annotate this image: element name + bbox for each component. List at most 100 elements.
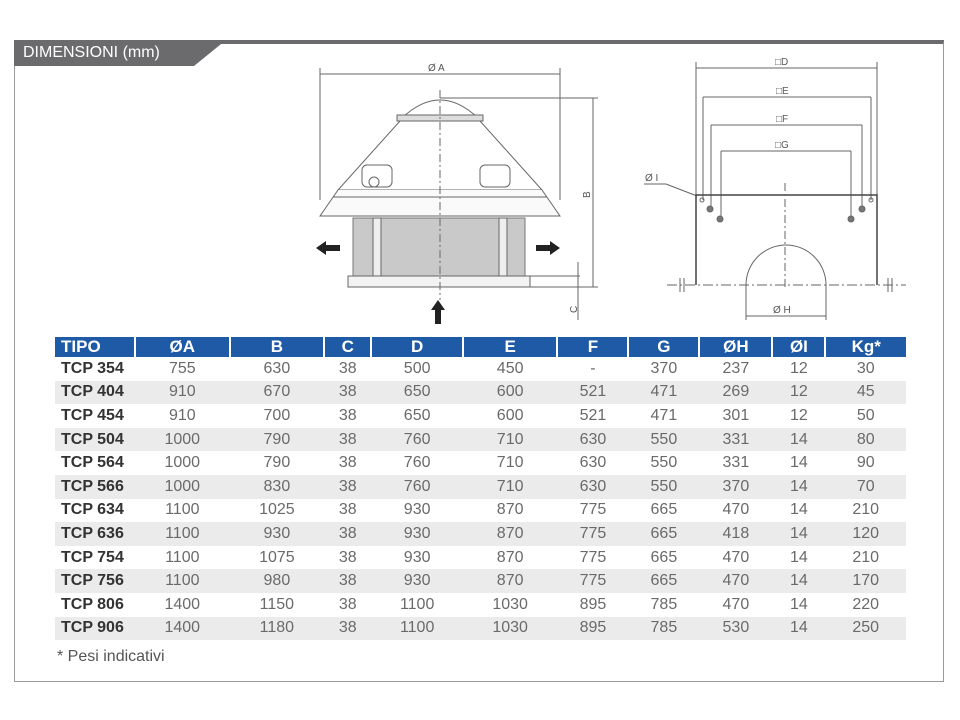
table-cell: 14 bbox=[790, 595, 808, 613]
table-cell: 775 bbox=[579, 548, 607, 566]
table-cell: 650 bbox=[371, 380, 463, 405]
table-cell: 14 bbox=[790, 454, 808, 472]
model-name: TCP 566 bbox=[55, 474, 135, 499]
table-cell: 470 bbox=[699, 569, 773, 593]
dimensions-panel bbox=[14, 40, 944, 682]
table-cell: 1100 bbox=[135, 569, 230, 593]
table-cell: 930 bbox=[403, 548, 431, 566]
table-cell: 790 bbox=[229, 427, 325, 452]
table-cell: 980 bbox=[229, 569, 325, 593]
table-cell: 1180 bbox=[229, 616, 325, 641]
column-header: Kg* bbox=[825, 337, 906, 357]
table-cell: 870 bbox=[496, 501, 524, 519]
table-cell: 710 bbox=[462, 474, 558, 499]
table-cell: 775 bbox=[579, 501, 607, 519]
table-cell: 12 bbox=[772, 380, 826, 405]
table-cell: 14 bbox=[772, 474, 826, 499]
table-cell: 38 bbox=[324, 380, 372, 405]
table-cell: 1100 bbox=[135, 522, 230, 546]
column-header: ØH bbox=[699, 337, 774, 357]
model-name: TCP 756 bbox=[55, 569, 135, 593]
table-cell: 521 bbox=[579, 406, 607, 424]
table-cell: 1030 bbox=[492, 595, 528, 613]
model-name: TCP 636 bbox=[55, 522, 135, 546]
model-name: TCP 634 bbox=[61, 501, 124, 519]
table-cell: 550 bbox=[650, 454, 678, 472]
base-top-view: □D □E □F □G Ø I Ø H bbox=[644, 57, 906, 320]
table-cell: 12 bbox=[790, 359, 808, 377]
table-cell: 600 bbox=[462, 380, 558, 405]
table-cell: 470 bbox=[722, 501, 750, 519]
table-cell: 14 bbox=[772, 569, 826, 593]
table-cell: 90 bbox=[856, 454, 875, 472]
table-cell: 1100 bbox=[165, 501, 200, 519]
table-cell: 370 bbox=[699, 474, 773, 499]
model-name: TCP 354 bbox=[61, 359, 124, 377]
table-cell: 790 bbox=[263, 454, 291, 472]
table-cell: 331 bbox=[722, 454, 750, 472]
footnote: * Pesi indicativi bbox=[57, 648, 165, 665]
table-cell: 1100 bbox=[399, 595, 435, 613]
table-cell: 775 bbox=[557, 522, 629, 546]
table-cell: 895 bbox=[557, 616, 629, 641]
table-cell: 930 bbox=[229, 522, 325, 546]
table-cell: - bbox=[590, 359, 596, 377]
table-cell: 170 bbox=[825, 569, 906, 593]
table-cell: 14 bbox=[790, 501, 808, 519]
table-cell: 38 bbox=[324, 474, 372, 499]
table-cell: 38 bbox=[324, 522, 372, 546]
table-cell: 600 bbox=[496, 406, 524, 424]
column-header: C bbox=[324, 337, 373, 357]
table-cell: 250 bbox=[825, 616, 906, 641]
table-cell: 760 bbox=[403, 454, 431, 472]
label-c: C bbox=[569, 306, 580, 313]
table-cell: 550 bbox=[628, 427, 700, 452]
table-cell: 895 bbox=[579, 595, 607, 613]
table-cell: 1075 bbox=[259, 548, 295, 566]
table-cell: 775 bbox=[557, 569, 629, 593]
table-cell: 418 bbox=[699, 522, 773, 546]
model-name: TCP 754 bbox=[61, 548, 124, 566]
table-cell: 830 bbox=[229, 474, 325, 499]
table-cell: 760 bbox=[371, 427, 463, 452]
model-name: TCP 906 bbox=[55, 616, 135, 641]
label-i: Ø I bbox=[645, 173, 658, 184]
table-cell: 1000 bbox=[135, 427, 230, 452]
table-cell: 450 bbox=[496, 359, 524, 377]
table-cell: 470 bbox=[722, 548, 750, 566]
table-cell: 930 bbox=[371, 522, 463, 546]
table-cell: 665 bbox=[650, 548, 678, 566]
label-h: Ø H bbox=[773, 305, 791, 316]
column-header: TIPO bbox=[55, 337, 136, 357]
column-header: ØA bbox=[135, 337, 231, 357]
table-cell: 1400 bbox=[135, 616, 230, 641]
table-cell: 500 bbox=[403, 359, 431, 377]
model-name: TCP 504 bbox=[55, 427, 135, 452]
airflow-up-arrow-icon bbox=[431, 300, 445, 324]
table-cell: 38 bbox=[324, 569, 372, 593]
table-cell: 1000 bbox=[135, 474, 230, 499]
column-header: ØI bbox=[772, 337, 827, 357]
section-title: DIMENSIONI (mm) bbox=[23, 44, 160, 61]
table-cell: 665 bbox=[628, 569, 700, 593]
table-cell: 269 bbox=[699, 380, 773, 405]
table-cell: 870 bbox=[496, 548, 524, 566]
table-cell: 38 bbox=[338, 548, 357, 566]
table-cell: 471 bbox=[650, 406, 678, 424]
table-cell: 670 bbox=[229, 380, 325, 405]
table-cell: 1400 bbox=[164, 595, 201, 613]
table-cell: 30 bbox=[856, 359, 875, 377]
airflow-left-arrow-icon bbox=[316, 241, 340, 255]
